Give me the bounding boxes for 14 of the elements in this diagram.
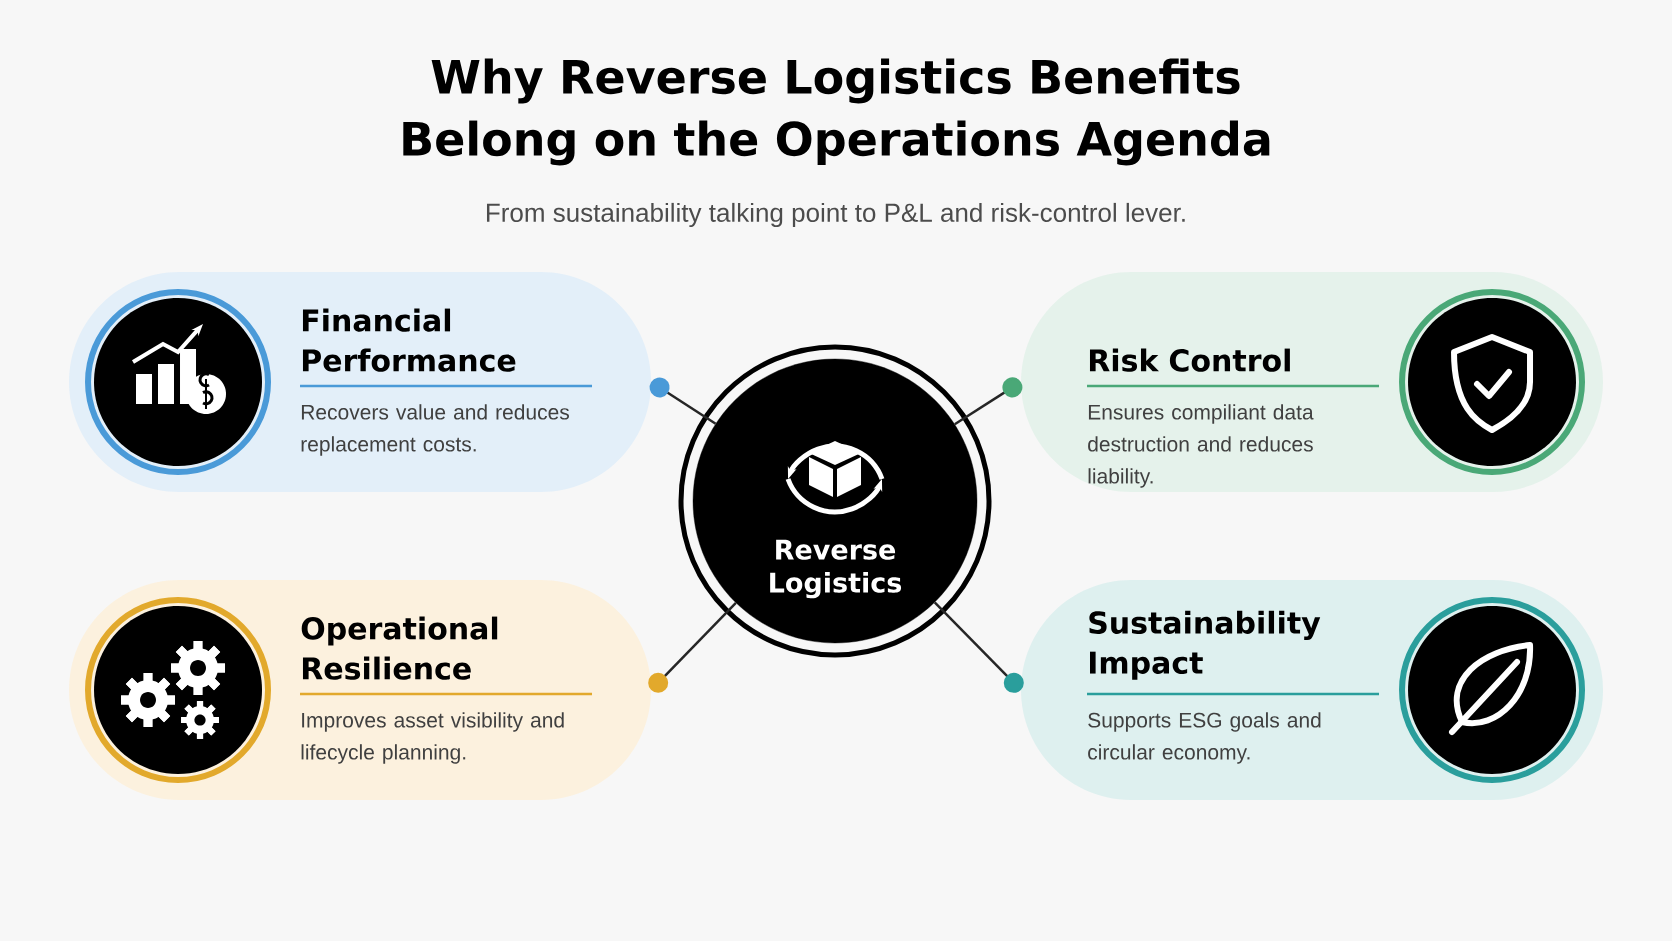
subtitle: From sustainability talking point to P&L and risk-control lever.	[487, 202, 1185, 228]
card-text: Ensures compiliant data destruction and reduces liability.	[1088, 404, 1314, 488]
connector	[954, 377, 1023, 426]
card-text: Supports ESG goals and circular economy.	[1088, 712, 1321, 764]
card-text: Recovers value and reduces replacement costs.	[301, 404, 569, 456]
connector	[933, 601, 1024, 693]
title: Why Reverse Logistics Benefits Belong on the Operations Agenda	[403, 58, 1270, 166]
connector	[648, 602, 737, 693]
card-heading: Risk Control	[1089, 348, 1290, 372]
card-heading: Operational Resilience	[301, 616, 498, 680]
connector	[649, 377, 717, 425]
card-heading: Sustainability Impact	[1089, 610, 1321, 680]
card-text: Improves asset visibility and lifecycle planning.	[301, 712, 564, 764]
card-heading: Financial Performance	[302, 308, 516, 372]
